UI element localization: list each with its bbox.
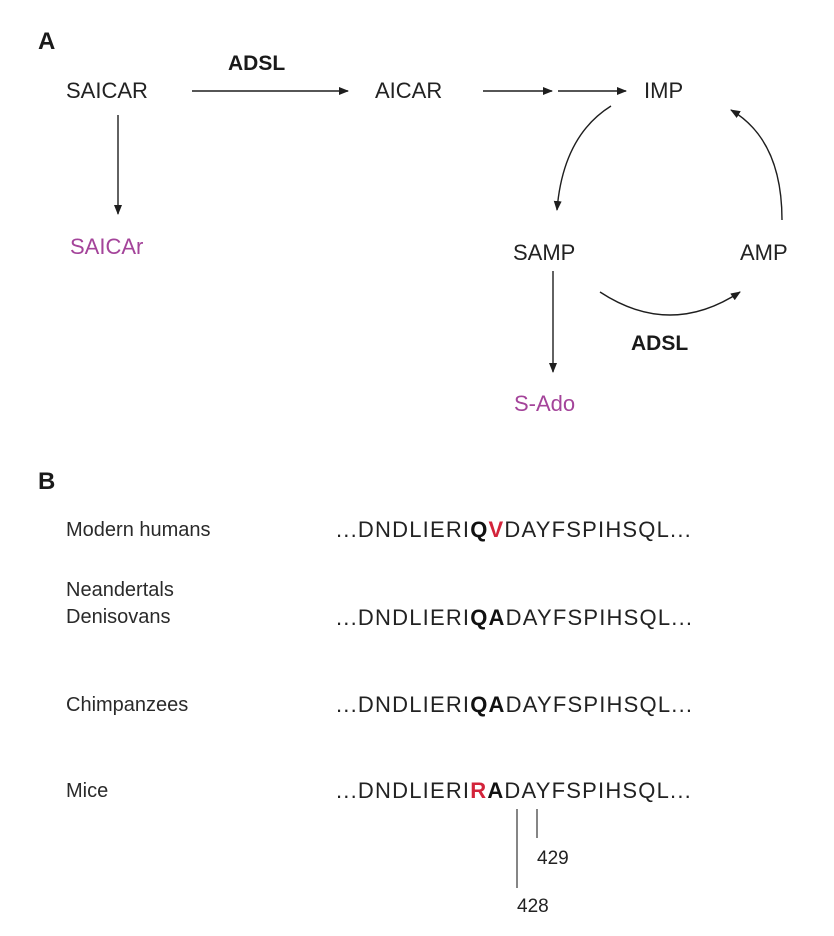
- node-aicar: AICAR: [375, 78, 443, 103]
- node-samp: SAMP: [513, 240, 576, 265]
- species-chimpanzees: Chimpanzees: [66, 694, 189, 716]
- sequence-neandertals-denisovans: ...DNDLIERIQADAYFSPIHSQL...: [336, 605, 693, 631]
- node-imp: IMP: [644, 78, 684, 103]
- enzyme-adsl-top: ADSL: [228, 52, 286, 75]
- sequence-modern-humans: ...DNDLIERIQVDAYFSPIHSQL...: [336, 517, 692, 543]
- position-label-428: 428: [517, 896, 549, 917]
- seq-prefix: ...DNDLIERI: [336, 692, 471, 717]
- residue-428: Q: [470, 517, 489, 542]
- residue-428: Q: [470, 605, 489, 630]
- panel-b-label: B: [38, 468, 56, 495]
- seq-prefix: ...DNDLIERI: [336, 517, 471, 542]
- arrow-amp-to-imp: [730, 109, 783, 221]
- species-modern-humans: Modern humans: [66, 519, 211, 541]
- arrow-samp-to-amp: [599, 291, 741, 316]
- seq-prefix: ...DNDLIERI: [336, 778, 471, 803]
- node-saicar-r: SAICAr: [70, 234, 144, 259]
- residue-429: A: [488, 692, 506, 717]
- residue-429: A: [487, 778, 505, 803]
- species-mice: Mice: [66, 780, 109, 802]
- residue-429: V: [488, 517, 505, 542]
- species-denisovans: Denisovans: [66, 606, 171, 628]
- sequence-mice: ...DNDLIERIRADAYFSPIHSQL...: [336, 778, 692, 804]
- node-saicar: SAICAR: [66, 78, 148, 103]
- seq-suffix: DAYFSPIHSQL...: [505, 692, 694, 717]
- enzyme-adsl-bottom: ADSL: [631, 332, 689, 355]
- position-label-429: 429: [537, 848, 569, 869]
- seq-suffix: DAYFSPIHSQL...: [505, 605, 694, 630]
- node-s-ado: S-Ado: [514, 391, 576, 416]
- node-amp: AMP: [740, 240, 788, 265]
- seq-suffix: DAYFSPIHSQL...: [504, 778, 692, 803]
- residue-428: R: [470, 778, 488, 803]
- residue-428: Q: [470, 692, 489, 717]
- residue-429: A: [488, 605, 506, 630]
- seq-suffix: DAYFSPIHSQL...: [504, 517, 692, 542]
- species-neandertals: Neandertals: [66, 579, 174, 601]
- arrow-imp-to-samp: [553, 105, 612, 211]
- seq-prefix: ...DNDLIERI: [336, 605, 471, 630]
- panel-a-label: A: [38, 28, 56, 55]
- sequence-chimpanzees: ...DNDLIERIQADAYFSPIHSQL...: [336, 692, 693, 718]
